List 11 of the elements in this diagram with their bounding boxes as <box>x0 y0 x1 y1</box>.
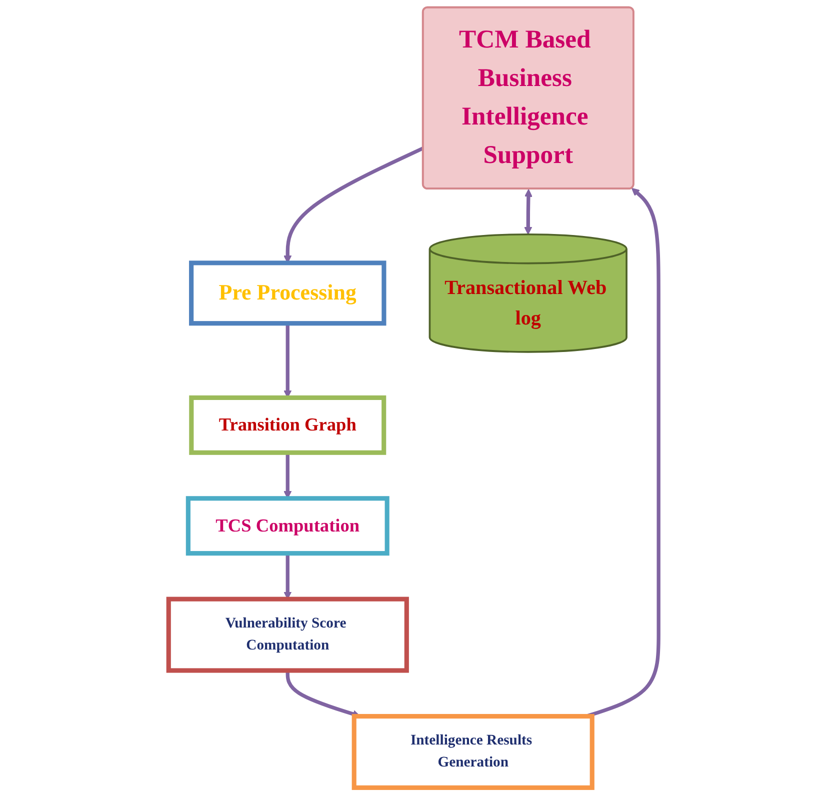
node-box: Transition Graph <box>190 395 387 455</box>
node-box: Intelligence Results Generation <box>352 714 595 790</box>
node-box: Pre Processing <box>189 260 387 326</box>
arrow <box>286 670 361 718</box>
arrow <box>284 323 292 398</box>
node-box: Vulnerability Score Computation <box>166 596 410 673</box>
node-box: TCS Computation <box>186 496 390 556</box>
arrow <box>284 553 292 600</box>
arrow <box>284 452 292 499</box>
arrow <box>524 189 533 235</box>
arrow <box>284 146 424 264</box>
